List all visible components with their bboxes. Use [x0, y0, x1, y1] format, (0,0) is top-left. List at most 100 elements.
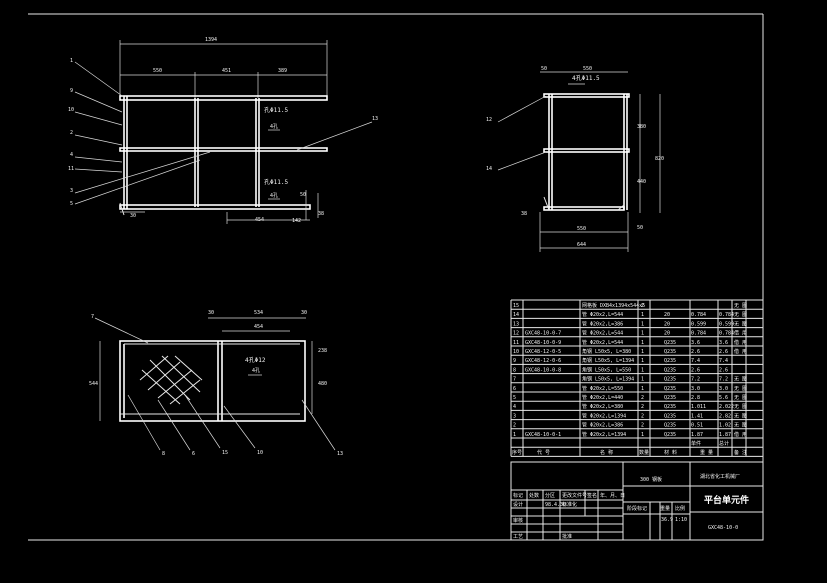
parts-row-no: 13	[513, 321, 519, 327]
title-approve: 批准	[562, 533, 572, 540]
parts-row-material: Q235	[664, 358, 676, 364]
parts-row-material: Q235	[664, 367, 676, 373]
plan-dim-left: 544	[89, 381, 98, 387]
parts-row-name: 角钢 L50x5, L=380	[582, 348, 631, 355]
plan-hole: 4孔Φ12	[245, 356, 266, 364]
title-weight-value: 36.9	[661, 517, 673, 523]
parts-row-material: Q235	[664, 413, 676, 419]
parts-row-material: Q235	[664, 349, 676, 355]
plan-dim-top-right: 30	[301, 310, 307, 316]
plan-dim-right: 480	[318, 381, 327, 387]
title-scale-value: 1:10	[675, 517, 687, 523]
title-design: 设计	[513, 501, 523, 508]
parts-header-unit: 单件	[691, 440, 701, 447]
side-dim-bottom-inner: 550	[577, 226, 586, 232]
callout-4: 4	[70, 152, 73, 158]
parts-row-note: 无 图	[734, 386, 747, 392]
parts-header-total: 总计	[719, 440, 729, 447]
front-dim-left-bottom: 30	[130, 213, 136, 219]
side-dim-top-small: 50	[541, 66, 547, 72]
title-row-sign: 签名	[587, 492, 597, 499]
side-dim-bottom-outer: 644	[577, 242, 586, 248]
front-seg-2: 451	[222, 68, 231, 74]
plan-dim-top: 534	[254, 310, 263, 316]
title-standard: 标准化	[562, 501, 577, 508]
front-seg-1: 550	[153, 68, 162, 74]
title-row-mark: 标记	[513, 492, 523, 499]
parts-row-qty: 1	[641, 331, 644, 337]
parts-row-unit: 0.599	[691, 321, 706, 327]
plan-mesh	[139, 355, 203, 405]
parts-row-material: Q235	[664, 395, 676, 401]
front-view: 1394 550 451 389 孔Φ11.5 4孔 孔Φ11.5 4孔 30 …	[68, 37, 378, 224]
parts-row-name: 管 Φ20x2,L=544	[582, 330, 623, 337]
parts-row-qty: 2	[641, 413, 644, 419]
callout-1: 1	[70, 58, 73, 64]
parts-row-no: 6	[513, 386, 516, 392]
parts-row-qty: 2	[641, 303, 644, 309]
parts-row-no: 1	[513, 432, 516, 438]
parts-row-name: 管 Φ20x2,L=1394	[582, 431, 626, 438]
parts-row-name: 角钢 L50x5, L=550	[582, 366, 631, 373]
title-audit: 审核	[513, 517, 523, 524]
title-craft: 工艺	[513, 534, 523, 540]
parts-row-total: 7.2	[719, 377, 728, 383]
parts-row-total: 2.82	[719, 413, 731, 419]
front-hole-top: 孔Φ11.5	[264, 106, 288, 114]
parts-row-name: 管 Φ20x2,L=544	[582, 339, 623, 346]
title-scale-title: 比例	[675, 505, 685, 512]
plan-dim-top-left: 30	[208, 310, 214, 316]
title-drawing-title: 平台单元件	[704, 494, 749, 506]
title-row-count: 处数	[529, 492, 539, 499]
parts-row-qty: 1	[641, 386, 644, 392]
parts-row-total: 2.6	[719, 367, 728, 373]
parts-row-note: 无 图	[734, 413, 747, 419]
parts-row-unit: 1.011	[691, 404, 706, 410]
parts-row-total: 1.87	[719, 432, 731, 438]
parts-row-qty: 2	[641, 423, 644, 429]
front-hole-bottom: 孔Φ11.5	[264, 178, 288, 186]
parts-row-no: 4	[513, 404, 516, 410]
title-date-value: 98.4.30	[545, 502, 566, 508]
parts-row-no: 7	[513, 377, 516, 383]
callout-5: 5	[70, 201, 73, 207]
parts-row-name: 网格板 DXB4x1394x544x5	[582, 302, 645, 309]
parts-row-name: 角钢 L50x5, L=1394	[582, 376, 634, 383]
parts-row-total: 5.6	[719, 395, 728, 401]
parts-row-material: 20	[664, 321, 670, 327]
side-dim-right-total: 820	[655, 156, 664, 162]
front-dim-right-small2: 38	[318, 211, 324, 217]
parts-row-unit: 7.2	[691, 377, 700, 383]
parts-row-material: Q235	[664, 377, 676, 383]
front-overall-dim: 1394	[205, 37, 217, 43]
parts-row-no: 14	[513, 312, 519, 318]
parts-row-total: 2.022	[719, 404, 734, 410]
parts-row-name: 管 Φ20x2,L=544	[582, 311, 623, 318]
parts-header-qty: 数量	[639, 449, 649, 456]
parts-header-no: 序号	[512, 449, 522, 456]
side-callout-14: 14	[486, 166, 492, 172]
title-row-change: 更改文件号	[562, 492, 587, 499]
side-callout-12: 12	[486, 117, 492, 123]
title-scale-label: 300 钢板	[640, 476, 662, 483]
parts-row-qty: 1	[641, 432, 644, 438]
parts-row-no: 9	[513, 358, 516, 364]
plan-view: 30 534 30 454 4孔Φ12 4孔 238 480 544	[89, 310, 343, 457]
parts-row-no: 15	[513, 303, 519, 309]
parts-row-unit: 0.784	[691, 312, 706, 318]
parts-row-total: 0.784	[719, 331, 734, 337]
parts-row-qty: 1	[641, 340, 644, 346]
parts-row-qty: 1	[641, 367, 644, 373]
parts-row-material: Q235	[664, 404, 676, 410]
title-row-date: 年、月、日	[600, 492, 625, 499]
parts-row-code: GXC48-10-0-1	[525, 432, 561, 438]
parts-row-name: 管 Φ20x2,L=386	[582, 422, 623, 429]
parts-row-name: 角钢 L50x5, L=1394	[582, 357, 634, 364]
parts-row-name: 管 Φ20x2,L=386	[582, 320, 623, 327]
parts-row-note: 借 用	[734, 330, 747, 337]
plan-hole-sub: 4孔	[252, 367, 260, 374]
parts-row-total: 1.02	[719, 423, 731, 429]
